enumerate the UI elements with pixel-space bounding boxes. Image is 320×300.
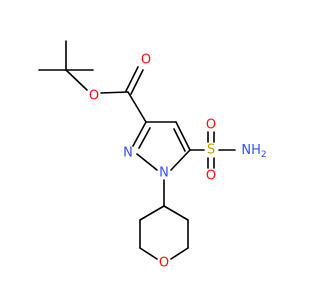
bond-c4-c5-inner [173, 128, 186, 152]
pyrazole-ring [132, 121, 191, 171]
bond-n2-c3-outer [132, 121, 147, 147]
bond-oxane-c4-c3 [163, 205, 189, 221]
bond-oxane-c2-o [170, 247, 189, 260]
bond-tbu-to-ester-o [65, 69, 88, 91]
bond-oxane-c5-c4 [139, 205, 165, 221]
sulfonyl-oxygen-upper-label: O [206, 118, 216, 133]
bond-n1-n2 [136, 153, 158, 171]
bond-c5-n1 [170, 149, 191, 171]
tert-butyl-group [38, 40, 94, 91]
sulfonamide-group [189, 131, 236, 169]
molecule-structure: O O N N S O O NH2 O [38, 40, 267, 271]
bond-carbonyl-to-ring [127, 91, 147, 123]
pyrazole-n2-label: N [123, 146, 133, 161]
pyrazole-n1-label: N [159, 166, 169, 181]
bond-oxane-o-c6 [139, 247, 158, 260]
amine-subscript: 2 [261, 150, 267, 160]
oxane-ring [139, 205, 189, 260]
ester-carbonyl-oxygen-label: O [141, 53, 151, 68]
bond-c4-c5-outer [175, 121, 191, 151]
amine-nh-text: NH [241, 143, 261, 158]
oxane-oxygen-label: O [159, 256, 169, 271]
bond-n2-c3-inner [138, 127, 151, 149]
bond-carbonyl-double-b [130, 69, 144, 95]
ester-group [100, 66, 147, 123]
amine-nh2-label: NH2 [241, 143, 266, 160]
sulfonyl-sulfur-label: S [207, 143, 215, 158]
sulfonyl-oxygen-lower-label: O [206, 169, 216, 184]
bond-ester-o-to-carbonyl [100, 91, 129, 94]
ester-single-oxygen-label: O [89, 89, 99, 104]
bond-carbonyl-double-a [125, 66, 139, 92]
